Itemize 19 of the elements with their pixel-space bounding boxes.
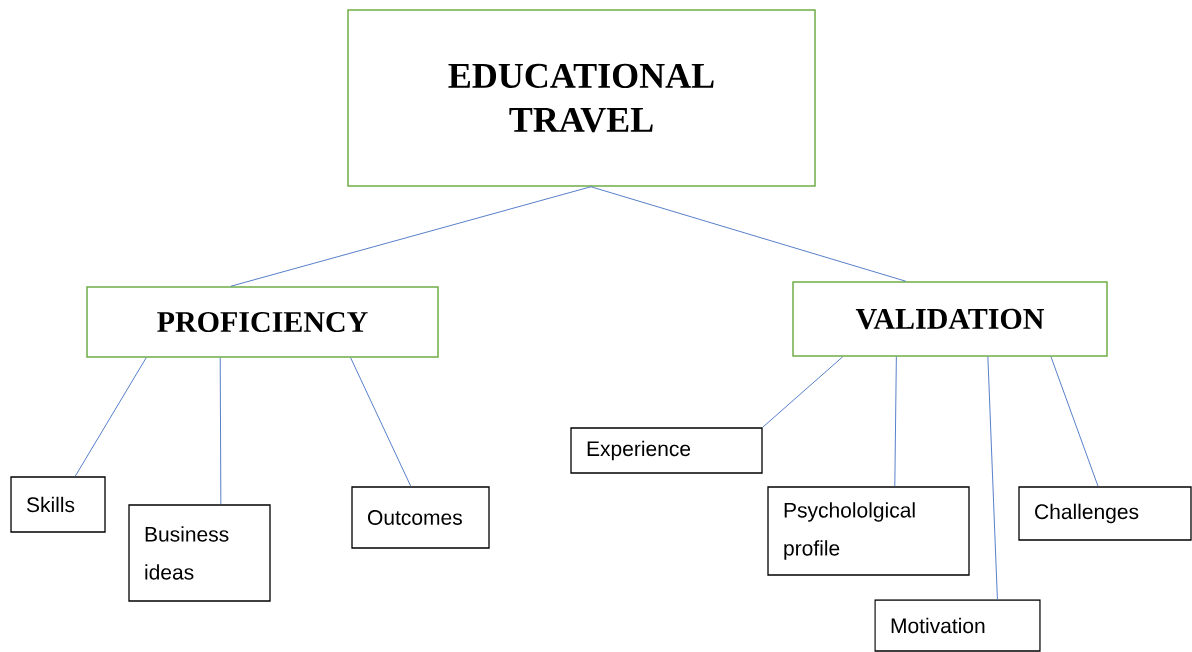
connector-line xyxy=(230,186,592,287)
category-box: PROFICIENCY xyxy=(86,286,439,358)
connector-line xyxy=(590,186,907,282)
connector-line xyxy=(762,356,844,428)
connector-line xyxy=(74,357,147,477)
topic-box: Outcomes xyxy=(351,486,490,549)
topic-box: Experience xyxy=(570,427,763,474)
title-box: EDUCATIONAL TRAVEL xyxy=(347,9,816,187)
topic-box: Psychololgical profile xyxy=(767,486,970,576)
connector-line xyxy=(1050,356,1099,487)
connector-line xyxy=(894,356,897,487)
topic-box: Skills xyxy=(10,476,106,533)
connector-line xyxy=(219,357,222,505)
topic-box: Challenges xyxy=(1018,486,1192,541)
topic-box: Motivation xyxy=(874,599,1041,652)
topic-box: Business ideas xyxy=(128,504,271,602)
category-box: VALIDATION xyxy=(792,281,1108,357)
connector-line xyxy=(350,357,412,487)
connector-line xyxy=(987,356,998,600)
